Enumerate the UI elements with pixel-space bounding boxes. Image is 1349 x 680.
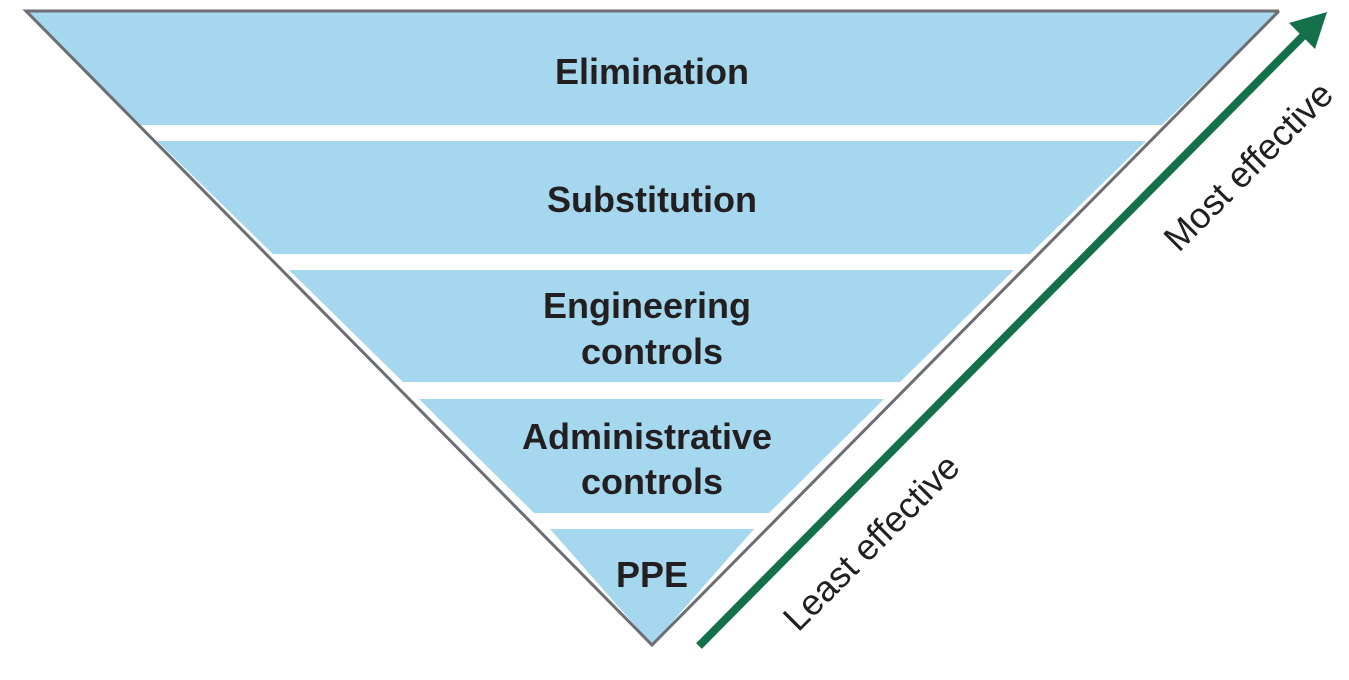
triangle-outline <box>22 9 1281 648</box>
tier-label-line: PPE <box>616 554 688 595</box>
tier-label-administrative-controls: Administrative controls <box>522 416 782 502</box>
effectiveness-arrow-shaft <box>696 30 1309 649</box>
tier-label-substitution: Substitution <box>547 179 757 220</box>
tier-label-ppe: PPE <box>616 554 688 595</box>
tier-label-line: controls <box>581 461 723 502</box>
tier-band-elimination <box>26 11 1279 125</box>
tier-label-line: Elimination <box>555 51 749 92</box>
tier-label-line: controls <box>581 331 723 372</box>
effectiveness-arrow-head <box>1289 12 1327 49</box>
tier-band-engineering-controls <box>289 270 1014 382</box>
tier-label-line: Substitution <box>547 179 757 220</box>
tier-label-line: Engineering <box>543 285 751 326</box>
tier-label-engineering-controls: Engineering controls <box>543 285 761 372</box>
tier-band-administrative-controls <box>419 399 884 513</box>
tier-band-substitution <box>157 141 1146 254</box>
tier-label-line: Administrative <box>522 416 772 457</box>
tier-label-elimination: Elimination <box>555 51 749 92</box>
tier-band-ppe <box>550 529 754 645</box>
